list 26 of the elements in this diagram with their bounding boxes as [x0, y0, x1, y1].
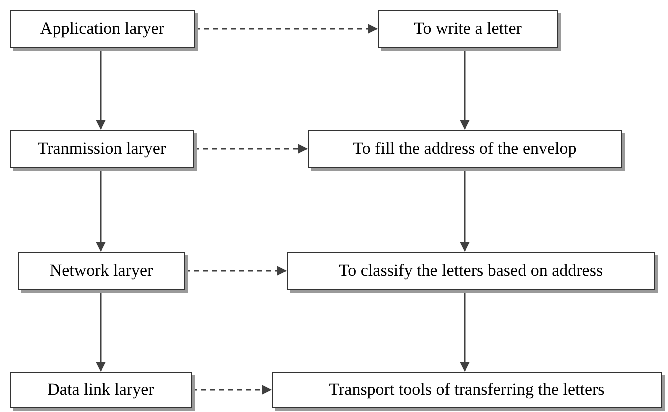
process-box [378, 10, 558, 48]
arrow [185, 266, 287, 276]
process-box [10, 130, 194, 168]
process-box [10, 372, 192, 408]
process-box [287, 252, 655, 290]
process-box [272, 372, 662, 408]
arrow [460, 290, 470, 372]
box-label: To classify the letters based on address [338, 260, 604, 282]
arrow [195, 24, 378, 34]
arrow [96, 168, 106, 252]
process-box [308, 130, 622, 168]
box-label: Network laryer [50, 260, 154, 282]
box-label: To fill the address of the envelop [353, 138, 577, 160]
process-box [18, 252, 185, 290]
box-label: Tranmission laryer [38, 138, 166, 160]
arrow [96, 48, 106, 130]
box-label: Transport tools of transferring the letters [329, 379, 605, 402]
box-label: To write a letter [414, 18, 522, 40]
arrow [96, 290, 106, 372]
arrow [192, 385, 272, 395]
arrow [460, 48, 470, 130]
box-label: Data link laryer [48, 379, 154, 402]
process-box [10, 10, 195, 48]
box-label: Application laryer [40, 18, 165, 40]
arrow [194, 144, 308, 154]
arrow [460, 168, 470, 252]
